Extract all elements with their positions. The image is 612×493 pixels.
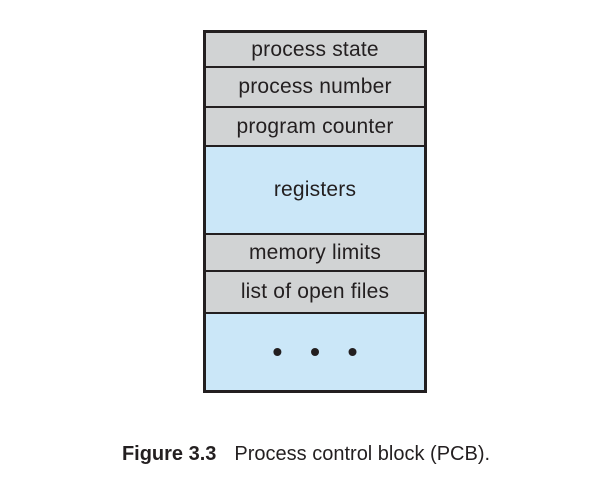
pcb-row-label: program counter [236,114,394,138]
pcb-row-process-number: process number [206,66,424,106]
pcb-row-process-state: process state [206,33,424,66]
ellipsis-dots: • • • [272,336,368,367]
pcb-row-list-of-open-files: list of open files [206,270,424,312]
pcb-row-label: list of open files [240,280,390,303]
figure-caption-number: Figure 3.3 [121,443,217,465]
pcb-row-memory-limits: memory limits [206,233,424,270]
pcb-row-label: process number [238,75,392,98]
pcb-diagram: process state process number program cou… [203,30,427,393]
pcb-row-label: process state [251,37,379,61]
figure-caption-text: Process control block (PCB). [234,443,491,465]
pcb-row-program-counter: program counter [206,106,424,145]
figure-caption: Figure 3.3 Process control block (PCB). [0,443,612,466]
pcb-row-label: memory limits [248,240,382,264]
pcb-row-ellipsis: • • • [206,312,424,390]
pcb-row-label: registers [273,178,357,201]
pcb-row-registers: registers [206,145,424,233]
